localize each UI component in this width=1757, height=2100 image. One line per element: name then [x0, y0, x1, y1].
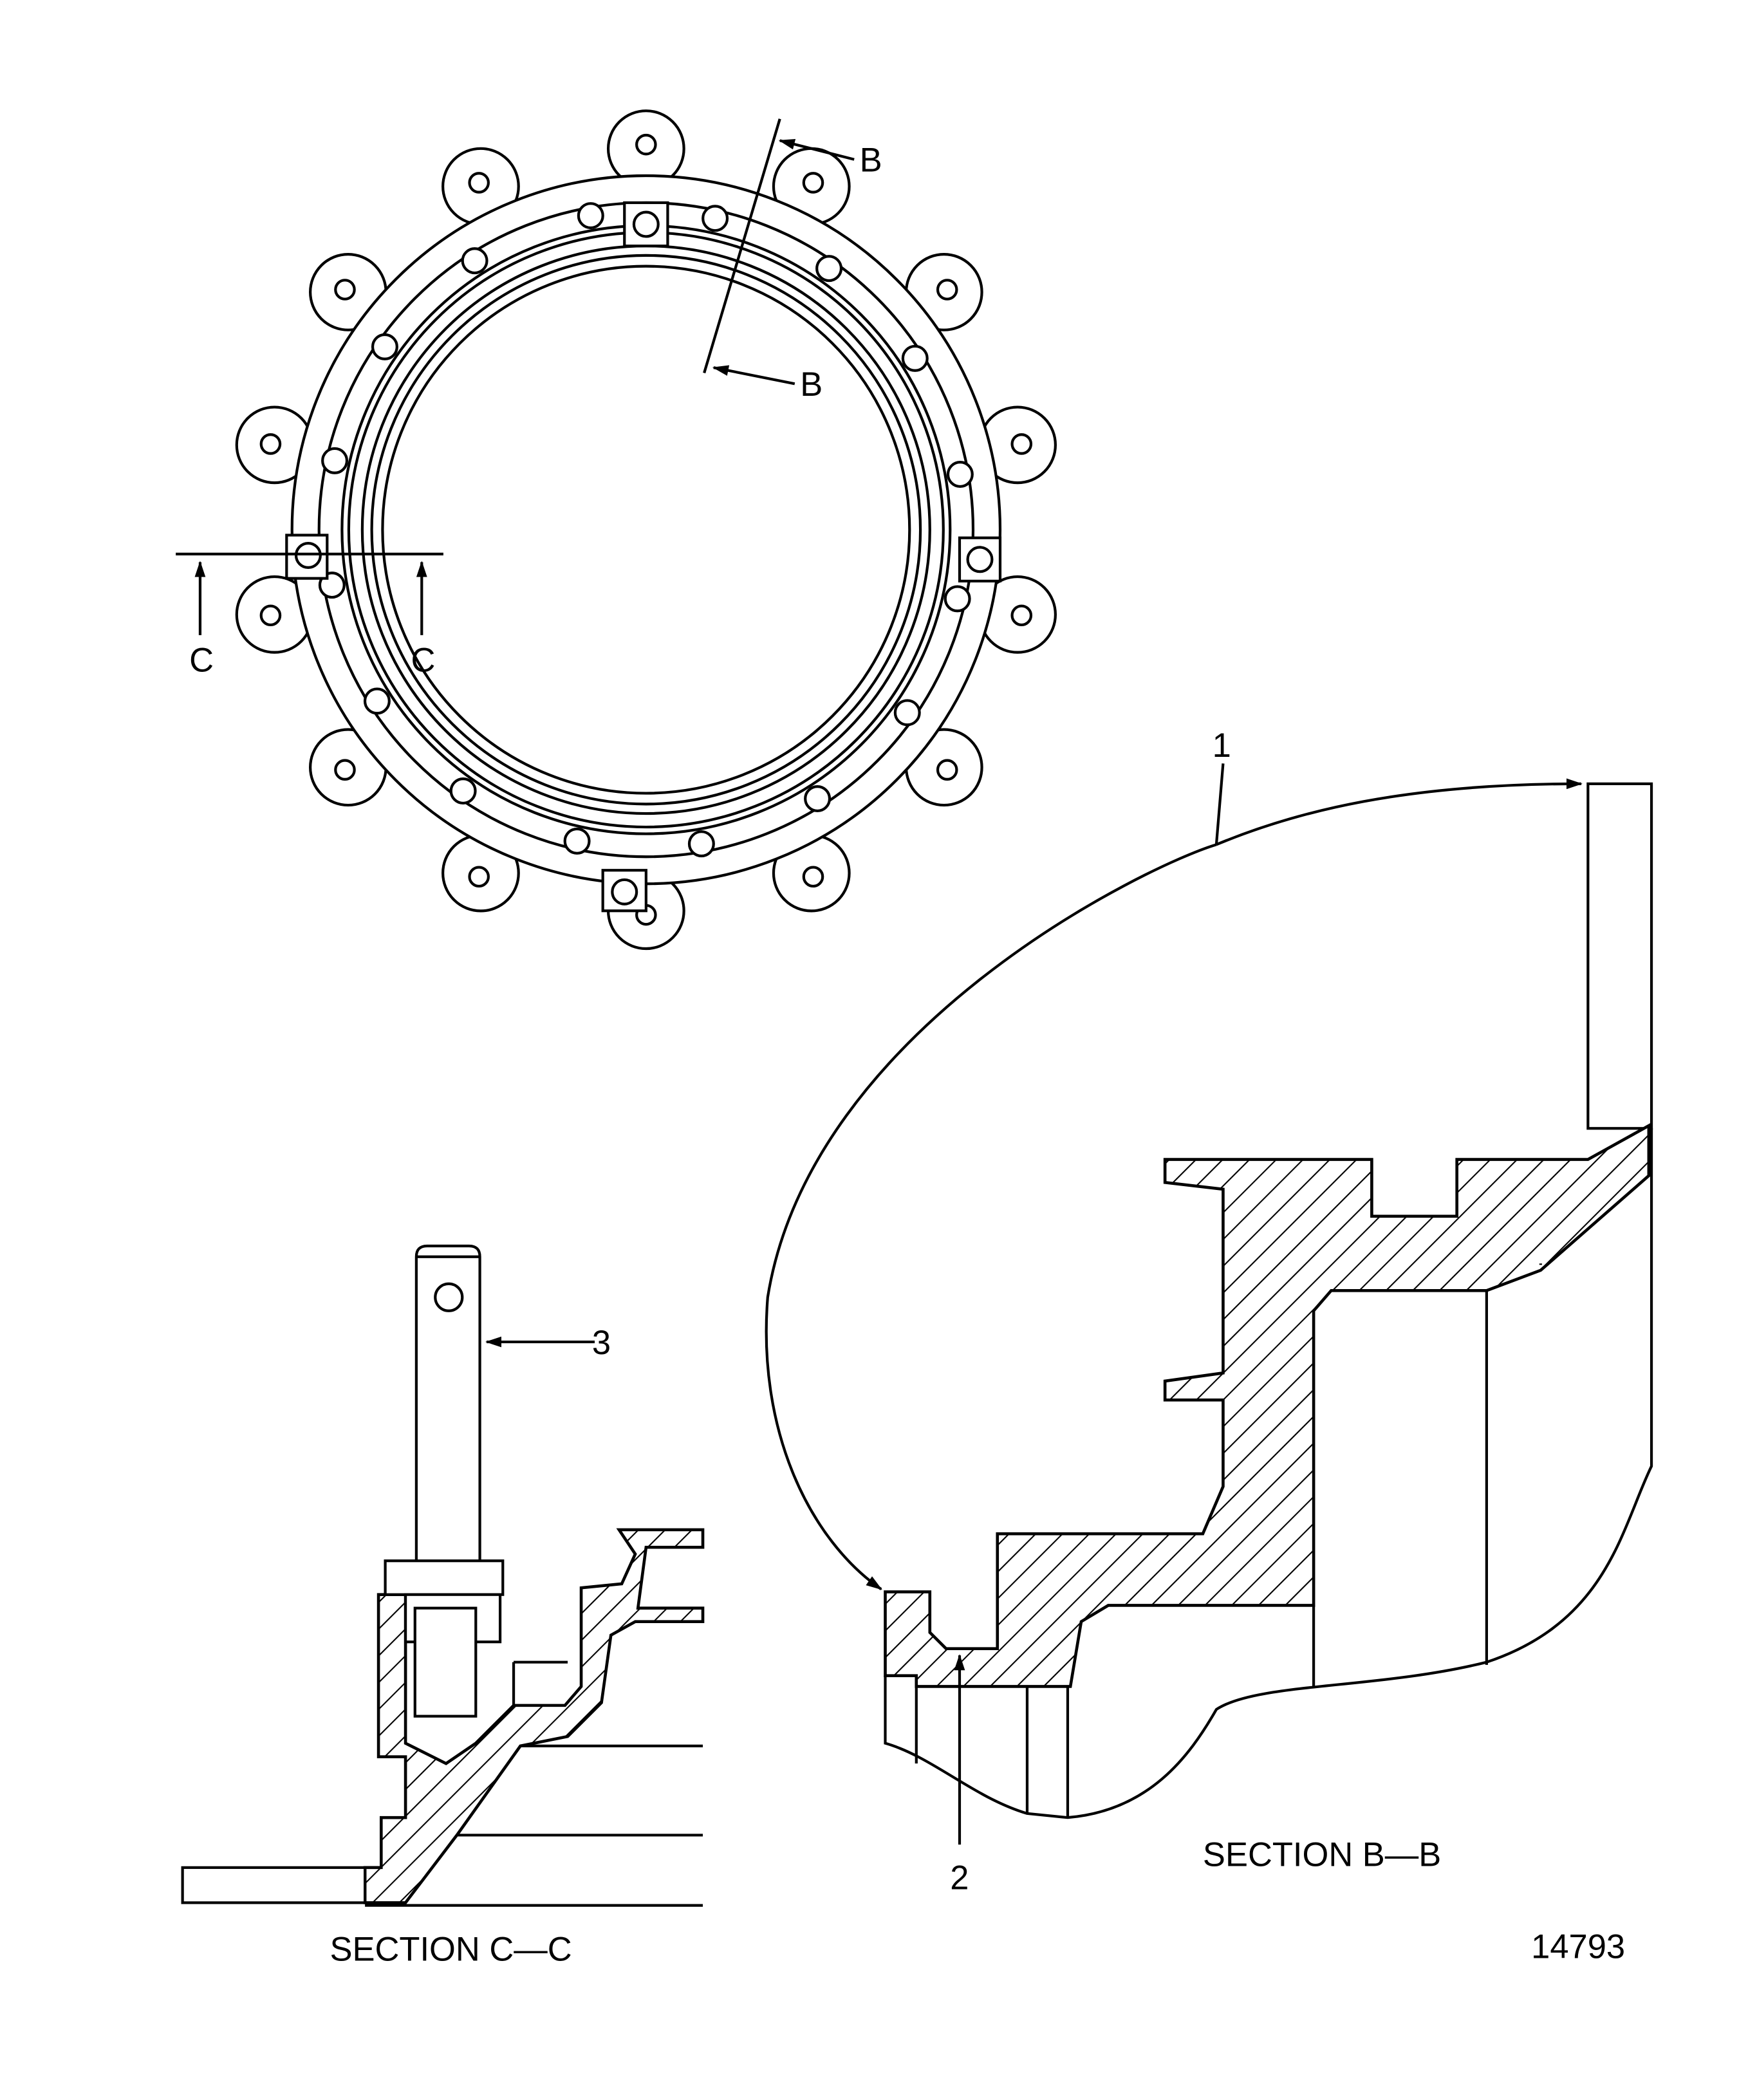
lug-hole [936, 279, 958, 301]
section-b-label-bottom: B [800, 366, 823, 404]
flange-face [1586, 782, 1653, 1130]
lug-hole [259, 604, 282, 627]
lug-hole [259, 433, 282, 455]
bolt-hole [702, 205, 729, 232]
base-plate [181, 1866, 367, 1904]
figure-number: 14793 [1531, 1928, 1625, 1966]
callout-1: 1 [1213, 727, 1231, 765]
bolt-hole [321, 447, 349, 474]
leader-curve-1 [765, 843, 1217, 1591]
pin-threaded-end [413, 1606, 478, 1718]
section-b-b-view: 1 2 SECTION B—B [765, 727, 1653, 1897]
flange-inner-ring-3 [370, 254, 922, 806]
callout-3: 3 [592, 1324, 611, 1362]
section-c-label-left: C [189, 642, 214, 680]
lug-hole [635, 133, 657, 156]
section-c-label-right: C [411, 642, 435, 680]
callout-2: 2 [950, 1859, 969, 1897]
lug-hole [802, 866, 824, 888]
bolt-hole [563, 827, 591, 855]
lug-hole [468, 866, 490, 888]
flange-bore [381, 265, 911, 795]
lug-hole [334, 759, 356, 781]
bolt-hole [893, 699, 921, 727]
lug-hole [936, 759, 958, 781]
flange-ring-view [235, 109, 1057, 951]
bolt-hole [804, 785, 832, 813]
bolt-hole [944, 585, 971, 613]
hatched-section-base [363, 1528, 705, 1904]
bolt-hole [815, 255, 843, 283]
lug-hole [1010, 433, 1033, 455]
housing-outline [884, 1128, 1653, 1819]
nut [384, 1559, 505, 1596]
hatched-section-housing [884, 1123, 1651, 1688]
section-bb-title: SECTION B—B [1203, 1836, 1441, 1874]
bolt-hole [449, 777, 477, 805]
bolt-hole [946, 461, 974, 488]
bolt-hole [687, 830, 715, 858]
flange-outer-body [290, 174, 1002, 886]
lug-hole [802, 172, 824, 194]
section-b-label-top: B [860, 142, 882, 180]
bolt-hole [901, 344, 929, 372]
bolt-hole [363, 687, 391, 715]
pin [414, 1244, 481, 1561]
bolt-hole [577, 202, 604, 230]
section-cc-title: SECTION C—C [330, 1931, 572, 1969]
section-c-c-view: 3 SECTION C—C [181, 1244, 705, 1969]
lug-hole [334, 279, 356, 301]
section-line-b: B B [703, 118, 882, 404]
lug-hole [468, 172, 490, 194]
lug-hole [1010, 604, 1033, 627]
pin-hole [434, 1282, 464, 1312]
section-line-c: C C [176, 552, 443, 680]
bolt-hole [371, 333, 398, 360]
bolt-hole [461, 247, 488, 275]
